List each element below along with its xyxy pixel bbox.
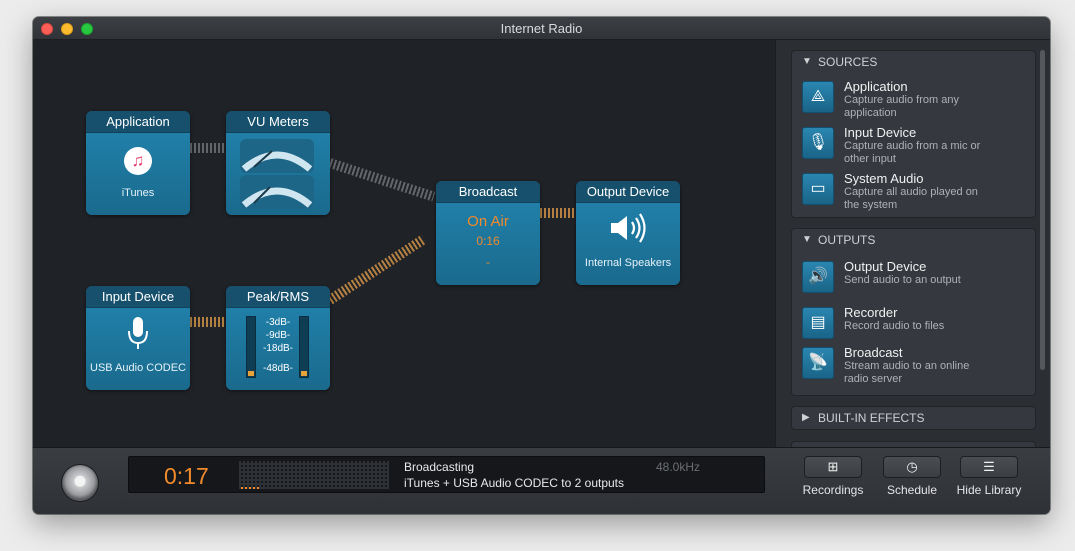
microphone-icon: 🎙 (802, 127, 834, 159)
zoom-button[interactable] (81, 23, 93, 35)
library-item-recorder[interactable]: ▤ Recorder Record audio to files (802, 305, 1029, 351)
chevron-down-icon: ▼ (802, 234, 812, 245)
outputs-header[interactable]: ▼ OUTPUTS (792, 229, 1035, 251)
broadcast-time: 0:16 (476, 234, 500, 248)
library-item-name: Output Device (844, 259, 927, 274)
application-icon: ⟁ (802, 81, 834, 113)
app-window: Internet Radio Application ♫ iTunes VU M… (33, 17, 1050, 514)
node-title: Application (86, 111, 190, 133)
microphone-icon (126, 316, 150, 357)
node-caption: USB Audio CODEC (90, 362, 186, 374)
speaker-icon: 🔊 (802, 261, 834, 293)
library-item-broadcast[interactable]: 📡 Broadcast Stream audio to an online ra… (802, 345, 1029, 391)
hide-library-label: Hide Library (956, 483, 1022, 497)
node-title: Peak/RMS (226, 286, 330, 308)
schedule-button[interactable]: ◷ Schedule (878, 456, 946, 506)
node-caption: Internal Speakers (584, 257, 672, 269)
library-item-desc: Capture audio from any application (844, 94, 959, 119)
broadcast-status: On Air (467, 213, 509, 230)
peak-scale-label: -9dB- (265, 330, 291, 341)
schedule-label: Schedule (886, 483, 938, 497)
node-broadcast[interactable]: Broadcast On Air 0:16 - (436, 181, 540, 285)
window-title: Internet Radio (500, 21, 583, 36)
sources-header[interactable]: ▼ SOURCES (792, 51, 1035, 73)
library-item-input-device[interactable]: 🎙 Input Device Capture audio from a mic … (802, 125, 1029, 171)
document-icon: ▤ (802, 307, 834, 339)
library-item-application[interactable]: ⟁ Application Capture audio from any app… (802, 79, 1029, 125)
broadcast-extra: - (486, 255, 490, 269)
node-title: Output Device (576, 181, 680, 203)
outputs-label: OUTPUTS (818, 233, 876, 247)
peak-scale-label: -3dB- (265, 317, 291, 328)
peak-scale-label: -48dB- (262, 363, 293, 374)
peak-meter-right (299, 316, 309, 378)
built-in-effects-header[interactable]: ▶ BUILT-IN EFFECTS (792, 407, 1035, 429)
lcd-display: 0:17 Broadcasting iTunes + USB Audio COD… (128, 456, 765, 493)
library-item-name: Broadcast (844, 345, 903, 360)
node-application[interactable]: Application ♫ iTunes (86, 111, 190, 215)
outputs-panel: ▼ OUTPUTS 🔊 Output Device Send audio to a… (791, 228, 1036, 396)
power-button[interactable] (62, 465, 98, 501)
audio-graph-canvas: Application ♫ iTunes VU Meters Broadcast (33, 40, 775, 447)
vu-meter-right (240, 175, 314, 209)
library-item-name: Input Device (844, 125, 917, 140)
elapsed-time: 0:17 (164, 463, 209, 489)
minimize-button[interactable] (61, 23, 73, 35)
vu-meter-left (240, 139, 314, 173)
wire-application-vu (190, 143, 224, 153)
library-item-desc: Capture all audio played on the system (844, 186, 978, 211)
node-output-device[interactable]: Output Device Internal Speakers (576, 181, 680, 285)
title-bar: Internet Radio (33, 17, 1050, 40)
node-input-device[interactable]: Input Device USB Audio CODEC (86, 286, 190, 390)
library-item-desc: Record audio to files (844, 320, 945, 332)
peak-scale-label: -18dB- (262, 343, 293, 354)
list-icon: ☰ (960, 456, 1018, 478)
library-item-name: Recorder (844, 305, 898, 320)
recordings-button[interactable]: ⊞ Recordings (799, 456, 867, 506)
chevron-down-icon: ▼ (802, 56, 812, 67)
status-bar: 0:17 Broadcasting iTunes + USB Audio COD… (33, 447, 1050, 514)
hide-library-button[interactable]: ☰ Hide Library (953, 456, 1025, 506)
node-title: VU Meters (226, 111, 330, 133)
peak-meter-left (246, 316, 256, 378)
wire-peak-broadcast (327, 234, 427, 305)
speaker-icon (609, 213, 649, 248)
recordings-label: Recordings (802, 483, 864, 497)
sample-rate: 48.0kHz (656, 460, 701, 474)
sources-panel: ▼ SOURCES ⟁ Application Capture audio fro… (791, 50, 1036, 218)
library-item-output-device[interactable]: 🔊 Output Device Send audio to an output (802, 259, 1029, 305)
library-sidebar: ▼ SOURCES ⟁ Application Capture audio fro… (775, 40, 1050, 465)
built-in-effects-panel[interactable]: ▶ BUILT-IN EFFECTS (791, 406, 1036, 430)
library-item-name: Application (844, 79, 908, 94)
built-in-effects-label: BUILT-IN EFFECTS (818, 411, 925, 425)
node-title: Input Device (86, 286, 190, 308)
broadcast-status-text: Broadcasting (404, 460, 475, 474)
sources-label: SOURCES (818, 55, 878, 69)
wire-input-peak (190, 317, 224, 327)
node-peak-rms[interactable]: Peak/RMS -3dB- -9dB- -18dB- -48dB- (226, 286, 330, 390)
broadcast-icon: 📡 (802, 347, 834, 379)
close-button[interactable] (41, 23, 53, 35)
level-meter (239, 461, 389, 489)
node-title: Broadcast (436, 181, 540, 203)
library-item-desc: Capture audio from a mic or other input (844, 140, 981, 165)
wire-vu-broadcast (328, 158, 436, 202)
broadcast-detail-text: iTunes + USB Audio CODEC to 2 outputs (404, 476, 625, 490)
library-item-desc: Stream audio to an online radio server (844, 360, 970, 385)
recordings-icon: ⊞ (804, 456, 862, 478)
node-vu-meters[interactable]: VU Meters (226, 111, 330, 215)
library-item-desc: Send audio to an output (844, 274, 961, 286)
wire-broadcast-output (540, 208, 576, 218)
library-item-name: System Audio (844, 171, 924, 186)
node-caption: iTunes (121, 187, 155, 199)
monitor-icon: ▭ (802, 173, 834, 205)
library-item-system-audio[interactable]: ▭ System Audio Capture all audio played … (802, 171, 1029, 217)
chevron-right-icon: ▶ (802, 412, 810, 423)
clock-icon: ◷ (883, 456, 941, 478)
sidebar-scrollbar[interactable] (1040, 50, 1045, 370)
itunes-icon: ♫ (124, 147, 152, 175)
